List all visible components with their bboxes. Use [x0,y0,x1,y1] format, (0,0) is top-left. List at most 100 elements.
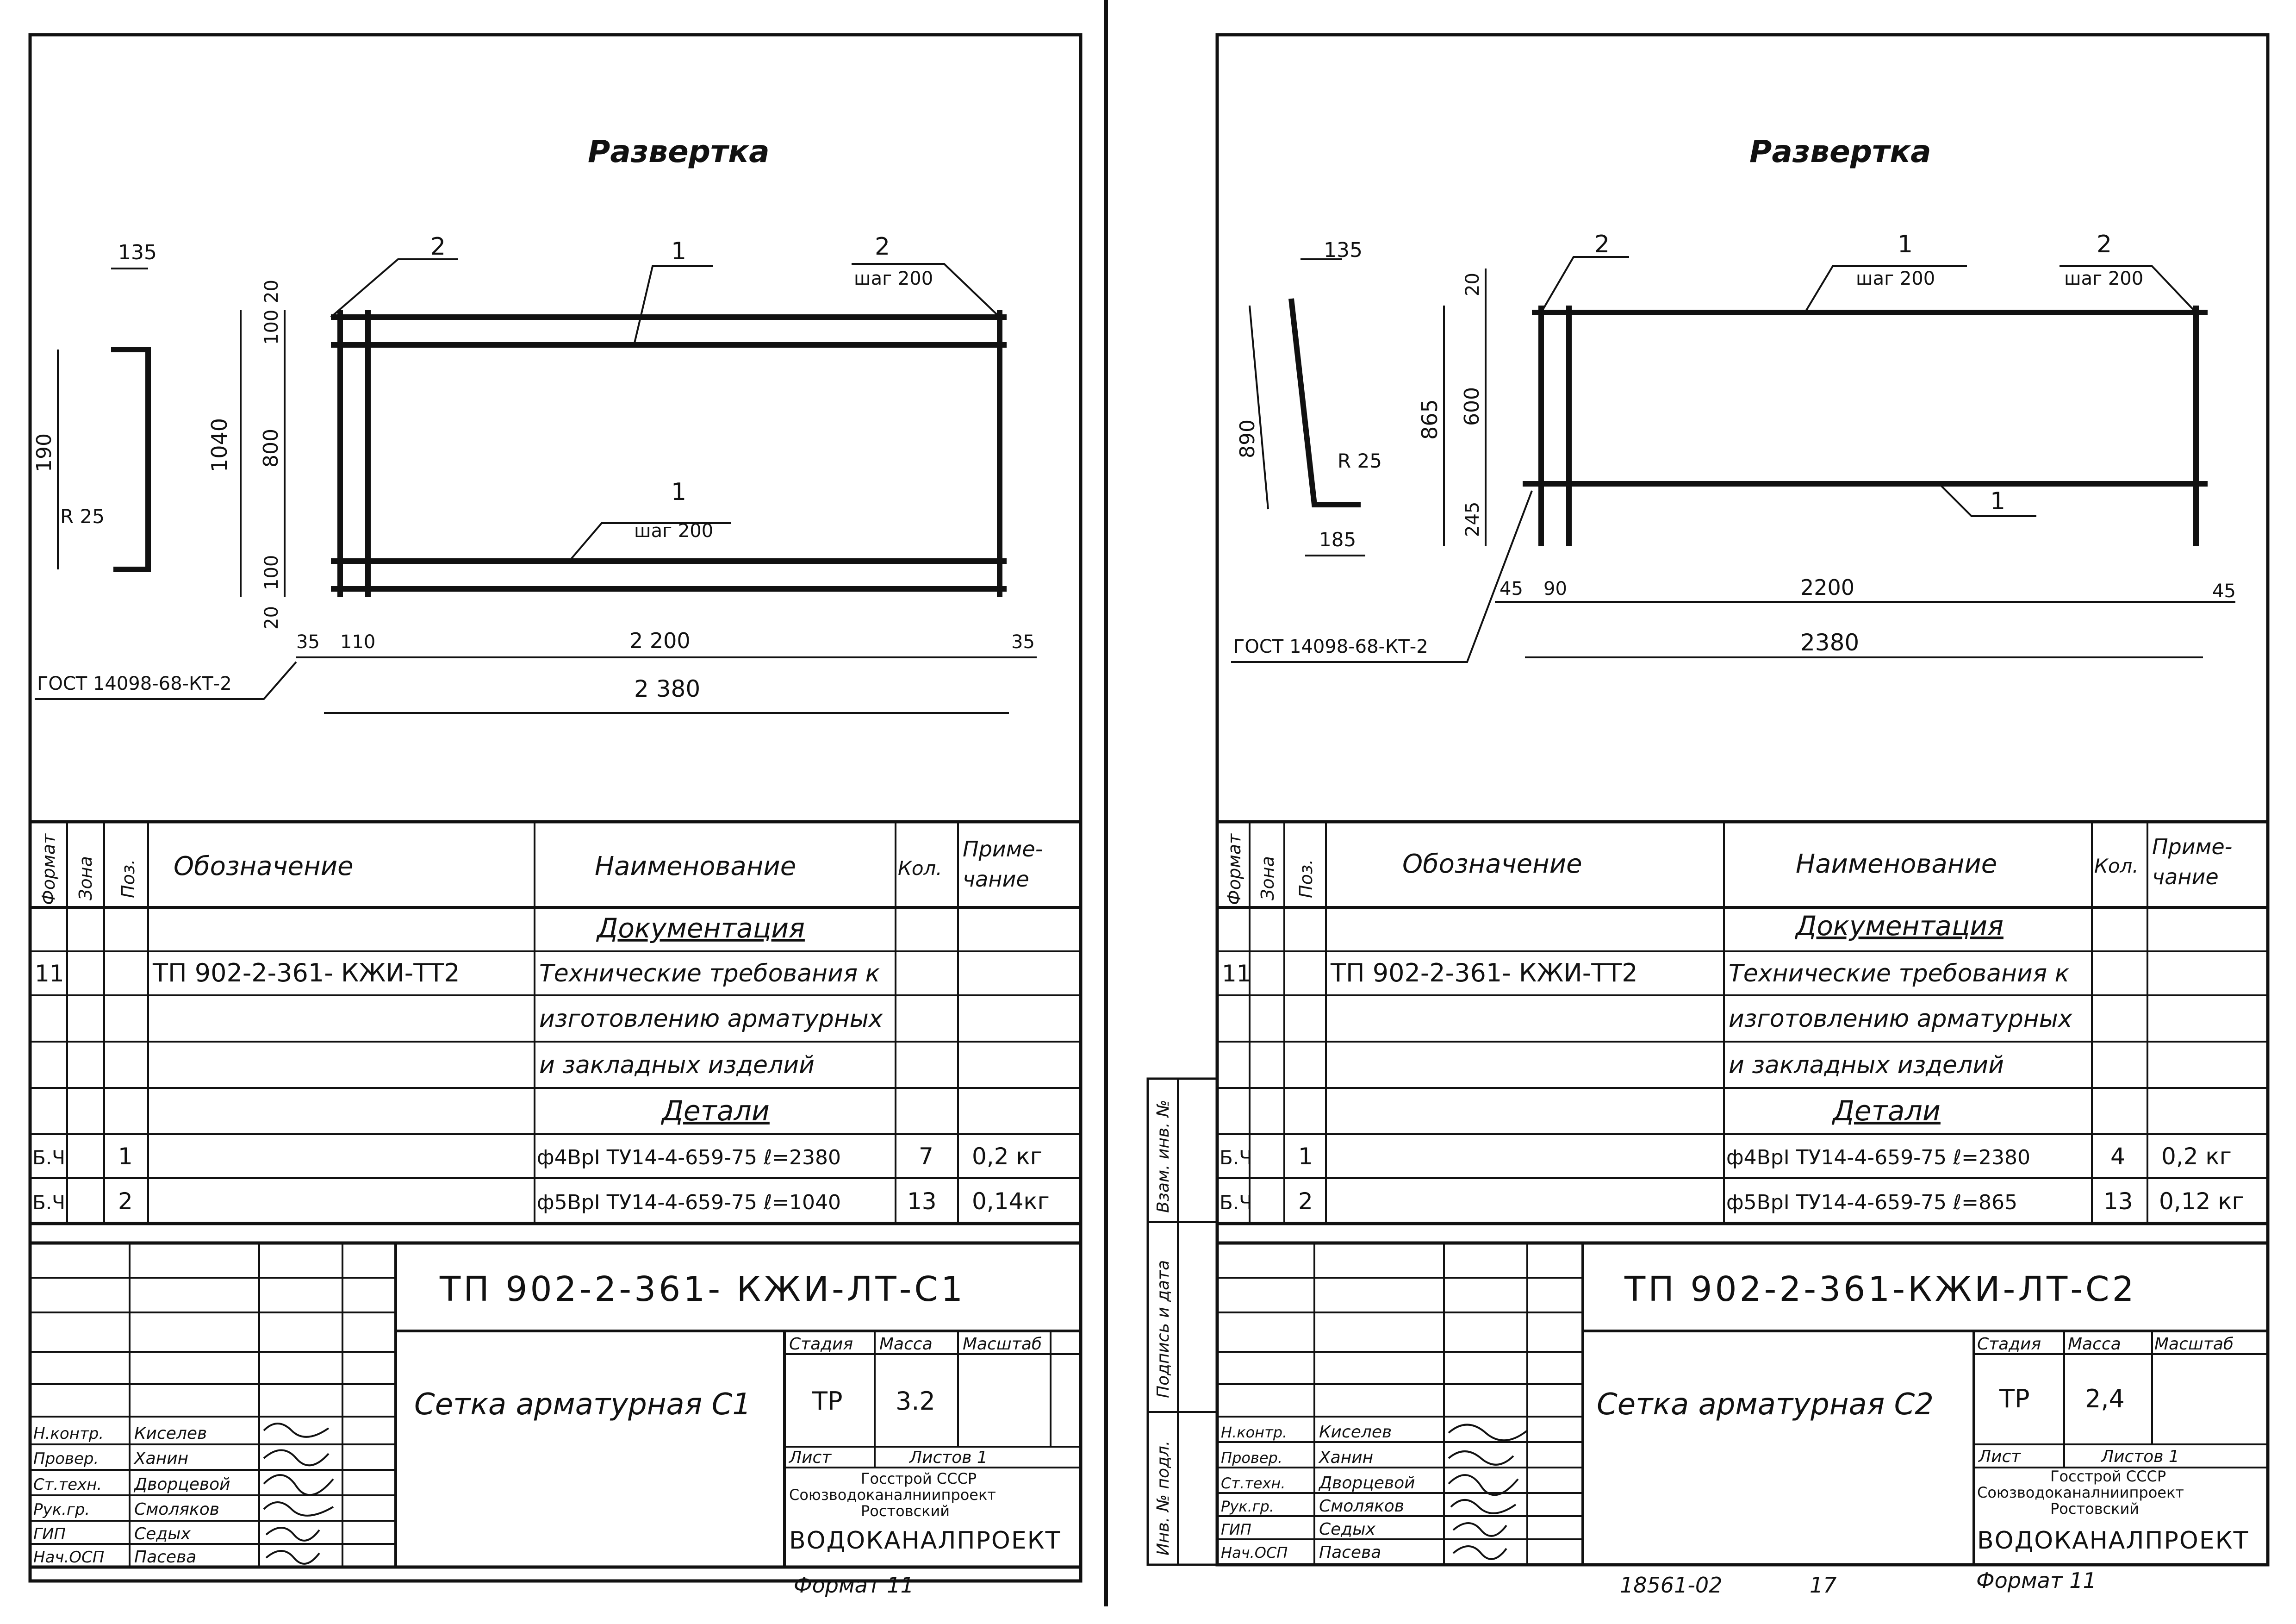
signature-mark [1450,1499,1517,1514]
leader-callout-1-bottom [1938,483,2036,517]
dim-width-35-left: 35 [296,631,320,653]
dim-r25: R 25 [60,505,105,528]
leader-gost [35,661,297,700]
mass-value: 2,4 [2085,1384,2125,1413]
dim-height-20: 20 [1462,273,1483,296]
callout-2-right: 2 [2097,231,2112,258]
dim-height-total: 865 [1417,399,1442,440]
spec-row-format: Б.Ч [1220,1146,1252,1169]
spec-row-name: изготовлению арматурных [1729,1005,2073,1033]
person-name: Смоляков [1319,1497,1404,1516]
spec-frame [1215,820,2270,1225]
format-note: Формат 11 [1976,1568,2097,1593]
callout-1-bottom: 1 [671,478,686,506]
person-name: Седых [134,1524,191,1543]
scale-label: Масштаб [963,1335,1042,1354]
sheet-c1-frame [28,33,1083,1583]
signature-mark [1452,1545,1507,1560]
unfolding-drawing-c2: Развертка 135 890 R 25 185 865 20 600 24… [1231,134,2236,663]
title-block-frame [28,1241,1083,1569]
spec-row-format: Б.Ч [32,1146,65,1169]
dim-185: 185 [1319,528,1356,551]
dim-height-245: 245 [1462,502,1483,537]
dim-width-45-left: 45 [1500,578,1523,600]
spec-row-qty: 13 [907,1188,937,1215]
spec-row-qty: 4 [2110,1143,2125,1170]
spec-row-designation: ТП 902-2-361- КЖИ-ТТ2 [152,958,460,987]
dim-height-100-bottom: 100 [261,555,282,590]
sheet-label: Лист [1978,1447,2021,1466]
spec-header-qty: Кол. [898,857,942,880]
spec-header-designation: Обозначение [1402,849,1582,879]
spec-header-note-1: Приме- [2152,834,2232,859]
stage-value: ТР [812,1387,843,1416]
role-rukgr: Рук.гр. [1221,1498,1274,1515]
side-stamp-vzam: Взам. инв. № [1154,1100,1173,1213]
sheets-label: Листов 1 [2100,1447,2179,1466]
title-block-c1: ТП 902-2-361- КЖИ-ЛТ-С1 Сетка арматурная… [28,1241,1083,1598]
spec-row-format: 11 [35,960,64,987]
role-nkontr: Н.контр. [1221,1424,1287,1441]
spec-section-docs: Документация [596,912,805,944]
spec-header-pos: Поз. [118,859,138,898]
unfolding-drawing-c1: Развертка 135 190 R 25 1040 20 [32,134,1037,714]
person-name: Седых [1319,1520,1376,1539]
title-block-c2: ТП 902-2-361-КЖИ-ЛТ-С2 Сетка арматурная … [1215,1241,2270,1598]
footer-code: 18561-02 [1620,1573,1722,1598]
spec-header-format: Формат [38,833,59,905]
spec-row-pos: 2 [1298,1188,1313,1215]
dim-width-2200: 2 200 [629,628,691,653]
org-line-4: ВОДОКАНАЛПРОЕКТ [789,1527,1061,1555]
org-line-2: Союзводоканалниипроект [789,1486,996,1504]
dim-height-20-top: 20 [261,280,282,303]
specification-table-c2: Формат Зона Поз. Обозначение Наименовани… [1215,820,2270,1225]
org-line-4: ВОДОКАНАЛПРОЕКТ [1977,1527,2249,1555]
spec-row-name: и закладных изделий [1729,1051,2004,1079]
sheet-label: Лист [788,1448,832,1467]
org-line-2: Союзводоканалниипроект [1977,1484,2184,1501]
spec-header-qty: Кол. [2094,855,2139,877]
dim-line-890 [1249,305,1269,510]
dim-width-2200: 2200 [1800,575,1854,600]
side-stamp-podpis: Подпись и дата [1154,1260,1173,1398]
gost-weld-note: ГОСТ 14098-68-КТ-2 [1233,636,1428,657]
role-prover: Провер. [1221,1449,1282,1467]
spec-row-note: 0,12 кг [2159,1188,2244,1215]
spec-row-designation: ТП 902-2-361- КЖИ-ТТ2 [1330,958,1638,987]
spec-header-note-1: Приме- [963,837,1043,862]
title-block-frame [1215,1241,2270,1567]
signature-mark [263,1423,330,1438]
signature-mark [263,1449,330,1467]
callout-2-left: 2 [1594,231,1610,258]
dim-width-45-right: 45 [2212,581,2236,602]
dim-height-20-bottom: 20 [261,606,282,630]
signature-mark [265,1550,320,1565]
callout-1-bottom: 1 [1990,487,2005,515]
signature-mark [263,1501,334,1517]
person-name: Пасева [134,1548,196,1567]
mass-value: 3.2 [896,1387,935,1416]
dim-height-800: 800 [259,429,283,468]
signature-mark [263,1474,334,1496]
spec-frame [28,820,1083,1225]
leader-callout-1-bottom [568,522,731,562]
spec-row-note: 0,14кг [972,1188,1050,1215]
role-rukgr: Рук.гр. [33,1500,90,1519]
role-sttehn: Ст.техн. [33,1475,102,1494]
side-stamp-invpodl: Инв. № подл. [1154,1441,1173,1555]
spec-header-note-2: чание [2152,864,2219,889]
sheet-c2: Взам. инв. № Подпись и дата Инв. № подл.… [1146,33,2270,1598]
spec-row-name: ф4ВрI ТУ14-4-659-75 ℓ=2380 [537,1146,841,1169]
person-name: Смоляков [134,1500,219,1519]
leader-gost [1231,490,1533,663]
org-line-3: Ростовский [2050,1500,2139,1518]
org-line-3: Ростовский [861,1502,950,1520]
role-nachosp: Нач.ОСП [1221,1544,1288,1562]
dim-width-90: 90 [1543,578,1567,600]
role-prover: Провер. [33,1449,99,1468]
spec-row-format: Б.Ч [32,1191,65,1214]
spec-section-docs: Документация [1794,910,2004,942]
callout-step-right: шаг 200 [854,268,933,289]
callout-1-top: 1 [671,237,686,265]
